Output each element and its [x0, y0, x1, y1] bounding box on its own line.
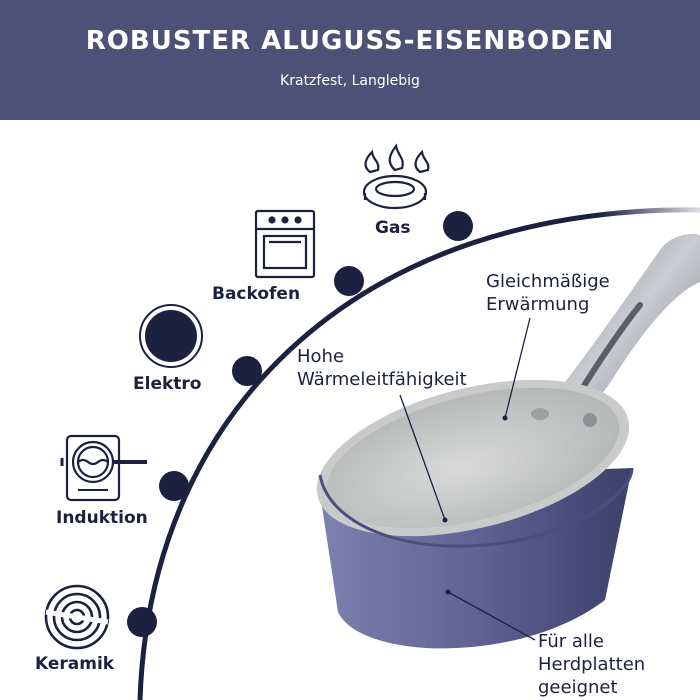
callout-even-heating: Gleichmäßige Erwärmung	[486, 270, 610, 316]
label-elektro: Elektro	[133, 374, 202, 394]
pan-handle	[555, 233, 700, 412]
induction-cooktop-icon	[60, 434, 147, 502]
callout-line-conductivity	[399, 394, 446, 521]
callout-all-stoves-line3: geeignet	[538, 677, 618, 698]
callout-all-stoves: Für alle Herdplatten geeignet	[538, 630, 645, 699]
oven-icon	[254, 209, 316, 279]
arc-dot-induktion	[159, 471, 189, 501]
callout-even-heating-line1: Gleichmäßige	[486, 271, 610, 292]
label-backofen: Backofen	[212, 284, 301, 304]
label-keramik: Keramik	[35, 654, 115, 674]
arc-dot-elektro	[232, 356, 262, 386]
arc-dot-gas	[443, 211, 473, 241]
arc-dot-backofen	[334, 266, 364, 296]
callout-line-even-heating	[504, 317, 531, 419]
callout-conductivity-line2: Wärmeleitfähigkeit	[297, 369, 467, 390]
gas-burner-icon	[362, 143, 430, 210]
callout-all-stoves-line2: Herdplatten	[538, 654, 646, 675]
callout-even-heating-line2: Erwärmung	[486, 294, 590, 315]
callout-conductivity: Hohe Wärmeleitfähigkeit	[297, 345, 467, 391]
electric-plate-icon	[139, 304, 203, 368]
callout-all-stoves-line1: Für alle	[538, 631, 605, 652]
page-title: ROBUSTER ALUGUSS-EISENBODEN	[85, 26, 615, 56]
header-banner	[0, 0, 700, 120]
page-subtitle: Kratzfest, Langlebig	[280, 73, 420, 89]
label-gas: Gas	[375, 218, 411, 238]
arc-dot-keramik	[127, 607, 157, 637]
ceramic-plate-icon	[44, 584, 110, 650]
saucepan	[316, 379, 634, 649]
label-induktion: Induktion	[56, 508, 148, 528]
callout-conductivity-line1: Hohe	[297, 346, 345, 367]
stove-arc	[137, 207, 700, 700]
callout-line-all-stoves	[447, 591, 536, 641]
